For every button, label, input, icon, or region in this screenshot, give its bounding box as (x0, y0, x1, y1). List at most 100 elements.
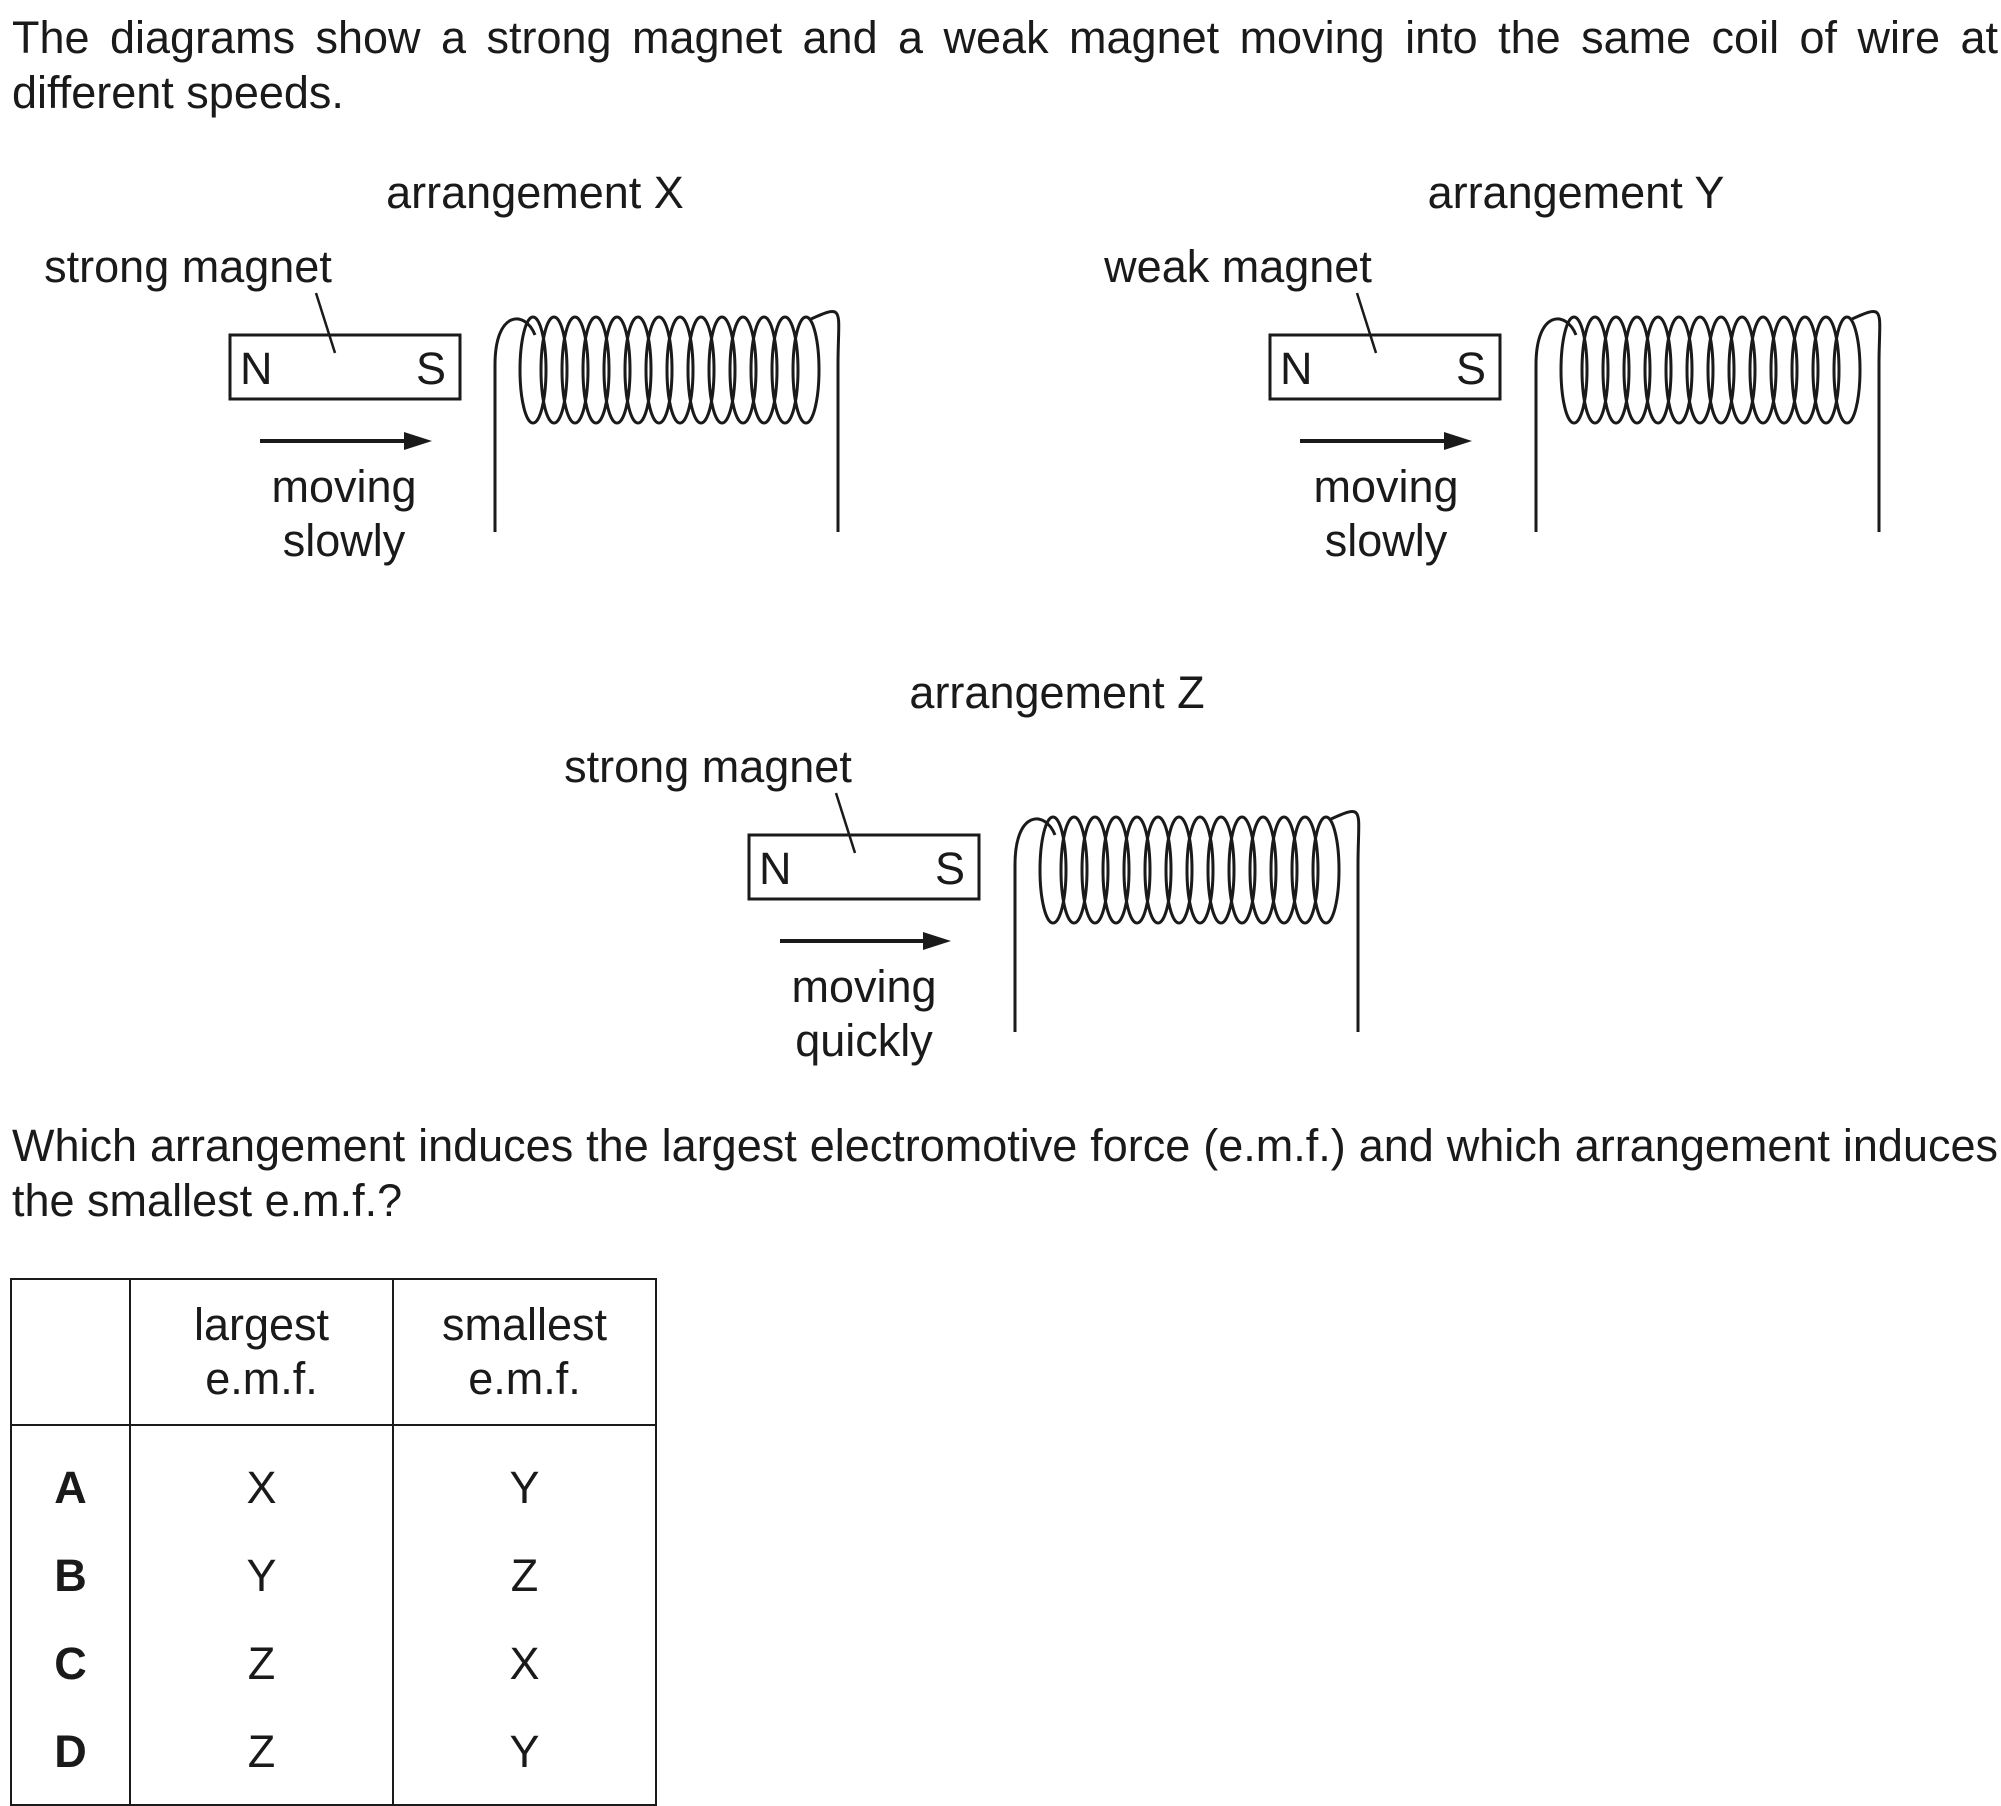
largest-emf-cell: Z (129, 1708, 394, 1806)
coil-turn (1038, 815, 1068, 925)
coil-turn (1185, 815, 1215, 925)
question-prompt: Which arrangement induces the largest el… (12, 1120, 1998, 1226)
coil-turn (623, 315, 653, 425)
coil-right-lead (810, 310, 841, 532)
coil-turn (1248, 815, 1278, 925)
coil-turn (1748, 315, 1778, 425)
arrangement-y-leader-line (1355, 292, 1378, 354)
arrangement-y-motion-line2: slowly (1325, 515, 1448, 566)
table-row[interactable]: B Y Z (10, 1532, 657, 1620)
arrangement-z-south-pole: S (935, 843, 965, 894)
header-smallest-line1: smallest (441, 1299, 608, 1350)
arrangement-x-magnet-label: strong magnet (44, 241, 332, 292)
header-largest-emf: largest e.m.f. (129, 1278, 394, 1426)
option-letter[interactable]: B (10, 1532, 131, 1620)
coil-turn (1227, 815, 1257, 925)
coil-turn (1206, 815, 1236, 925)
coil-turn (1059, 815, 1089, 925)
coil-turn (749, 315, 779, 425)
coil-turn (728, 315, 758, 425)
coil-turn (560, 315, 590, 425)
coil-turn (1769, 315, 1799, 425)
largest-emf-cell: Z (129, 1620, 394, 1708)
coil-turn (1832, 315, 1862, 425)
arrangement-y-south-pole: S (1456, 343, 1486, 394)
arrangement-z-arrowhead (923, 932, 951, 950)
coil-turn (1706, 315, 1736, 425)
table-header-row: largest e.m.f. smallest e.m.f. (10, 1278, 657, 1426)
smallest-emf-cell: X (392, 1620, 657, 1708)
header-smallest-emf: smallest e.m.f. (392, 1278, 657, 1426)
coil-turn (1727, 315, 1757, 425)
arrangement-z-leader-line (834, 792, 857, 854)
coil-turn (1811, 315, 1841, 425)
answer-table: largest e.m.f. smallest e.m.f. A X Y B Y… (10, 1278, 657, 1806)
coil-turn (791, 315, 821, 425)
header-largest-line2: e.m.f. (205, 1353, 318, 1404)
coil-turn (1622, 315, 1652, 425)
arrangement-z-motion-line2: quickly (795, 1015, 933, 1066)
coil-left-lead (1013, 817, 1057, 1032)
coil-turn (602, 315, 632, 425)
coil-turn (581, 315, 611, 425)
coil-turn (1143, 815, 1173, 925)
question-intro: The diagrams show a strong magnet and a … (12, 12, 1998, 118)
coil-turn (1685, 315, 1715, 425)
coil-turn (1122, 815, 1152, 925)
coil-turn (1080, 815, 1110, 925)
largest-emf-cell: Y (129, 1532, 394, 1620)
smallest-emf-cell: Y (392, 1708, 657, 1806)
largest-emf-cell: X (129, 1425, 394, 1532)
option-letter[interactable]: A (10, 1425, 131, 1532)
arrangement-z-magnet-label: strong magnet (564, 741, 852, 792)
arrangement-z-motion-line1: moving (791, 961, 936, 1012)
arrangement-y-coil (1534, 310, 1882, 532)
magnet-coil-diagrams: arrangement X strong magnet N S moving s… (44, 167, 1882, 1066)
header-largest-line1: largest (193, 1299, 330, 1350)
arrangement-y-magnet-label: weak magnet (1103, 241, 1372, 292)
coil-left-lead (493, 317, 537, 532)
arrangement-x-title: arrangement X (386, 167, 684, 218)
arrangement-z-title: arrangement Z (909, 667, 1204, 718)
coil-turn (1643, 315, 1673, 425)
arrangement-y-magnet (1268, 333, 1502, 401)
arrangement-x-magnet (228, 333, 462, 401)
arrangement-y-north-pole: N (1280, 343, 1313, 394)
table-row[interactable]: C Z X (10, 1620, 657, 1708)
coil-turn (1290, 815, 1320, 925)
coil-turn (1664, 315, 1694, 425)
header-option (10, 1278, 131, 1426)
arrangement-x-leader-line (314, 292, 337, 354)
coil-turn (644, 315, 674, 425)
coil-turn (1269, 815, 1299, 925)
arrangement-x-north-pole: N (240, 343, 273, 394)
coil-turn (665, 315, 695, 425)
arrangement-z: arrangement Z strong magnet N S moving q… (564, 667, 1361, 1066)
coil-turn (1790, 315, 1820, 425)
table-row[interactable]: A X Y (10, 1425, 657, 1532)
arrangement-x-motion-line1: moving (271, 461, 416, 512)
arrangement-y-title: arrangement Y (1428, 167, 1725, 218)
header-smallest-line2: e.m.f. (468, 1353, 581, 1404)
coil-left-lead (1534, 317, 1578, 532)
table-row[interactable]: D Z Y (10, 1708, 657, 1806)
coil-turn (770, 315, 800, 425)
arrangement-y: arrangement Y weak magnet N S moving slo… (1103, 167, 1882, 566)
coil-turn (1101, 815, 1131, 925)
arrangement-x-motion-line2: slowly (283, 515, 406, 566)
coil-turn (1580, 315, 1610, 425)
coil-turn (1559, 315, 1589, 425)
coil-right-lead (1330, 810, 1361, 1032)
option-letter[interactable]: D (10, 1708, 131, 1806)
arrangement-y-motion-line1: moving (1313, 461, 1458, 512)
coil-turn (539, 315, 569, 425)
arrangement-x-coil (493, 310, 841, 532)
coil-turn (686, 315, 716, 425)
arrangement-z-coil (1013, 810, 1361, 1032)
smallest-emf-cell: Y (392, 1425, 657, 1532)
coil-turn (518, 315, 548, 425)
coil-turn (707, 315, 737, 425)
coil-turn (1164, 815, 1194, 925)
option-letter[interactable]: C (10, 1620, 131, 1708)
smallest-emf-cell: Z (392, 1532, 657, 1620)
